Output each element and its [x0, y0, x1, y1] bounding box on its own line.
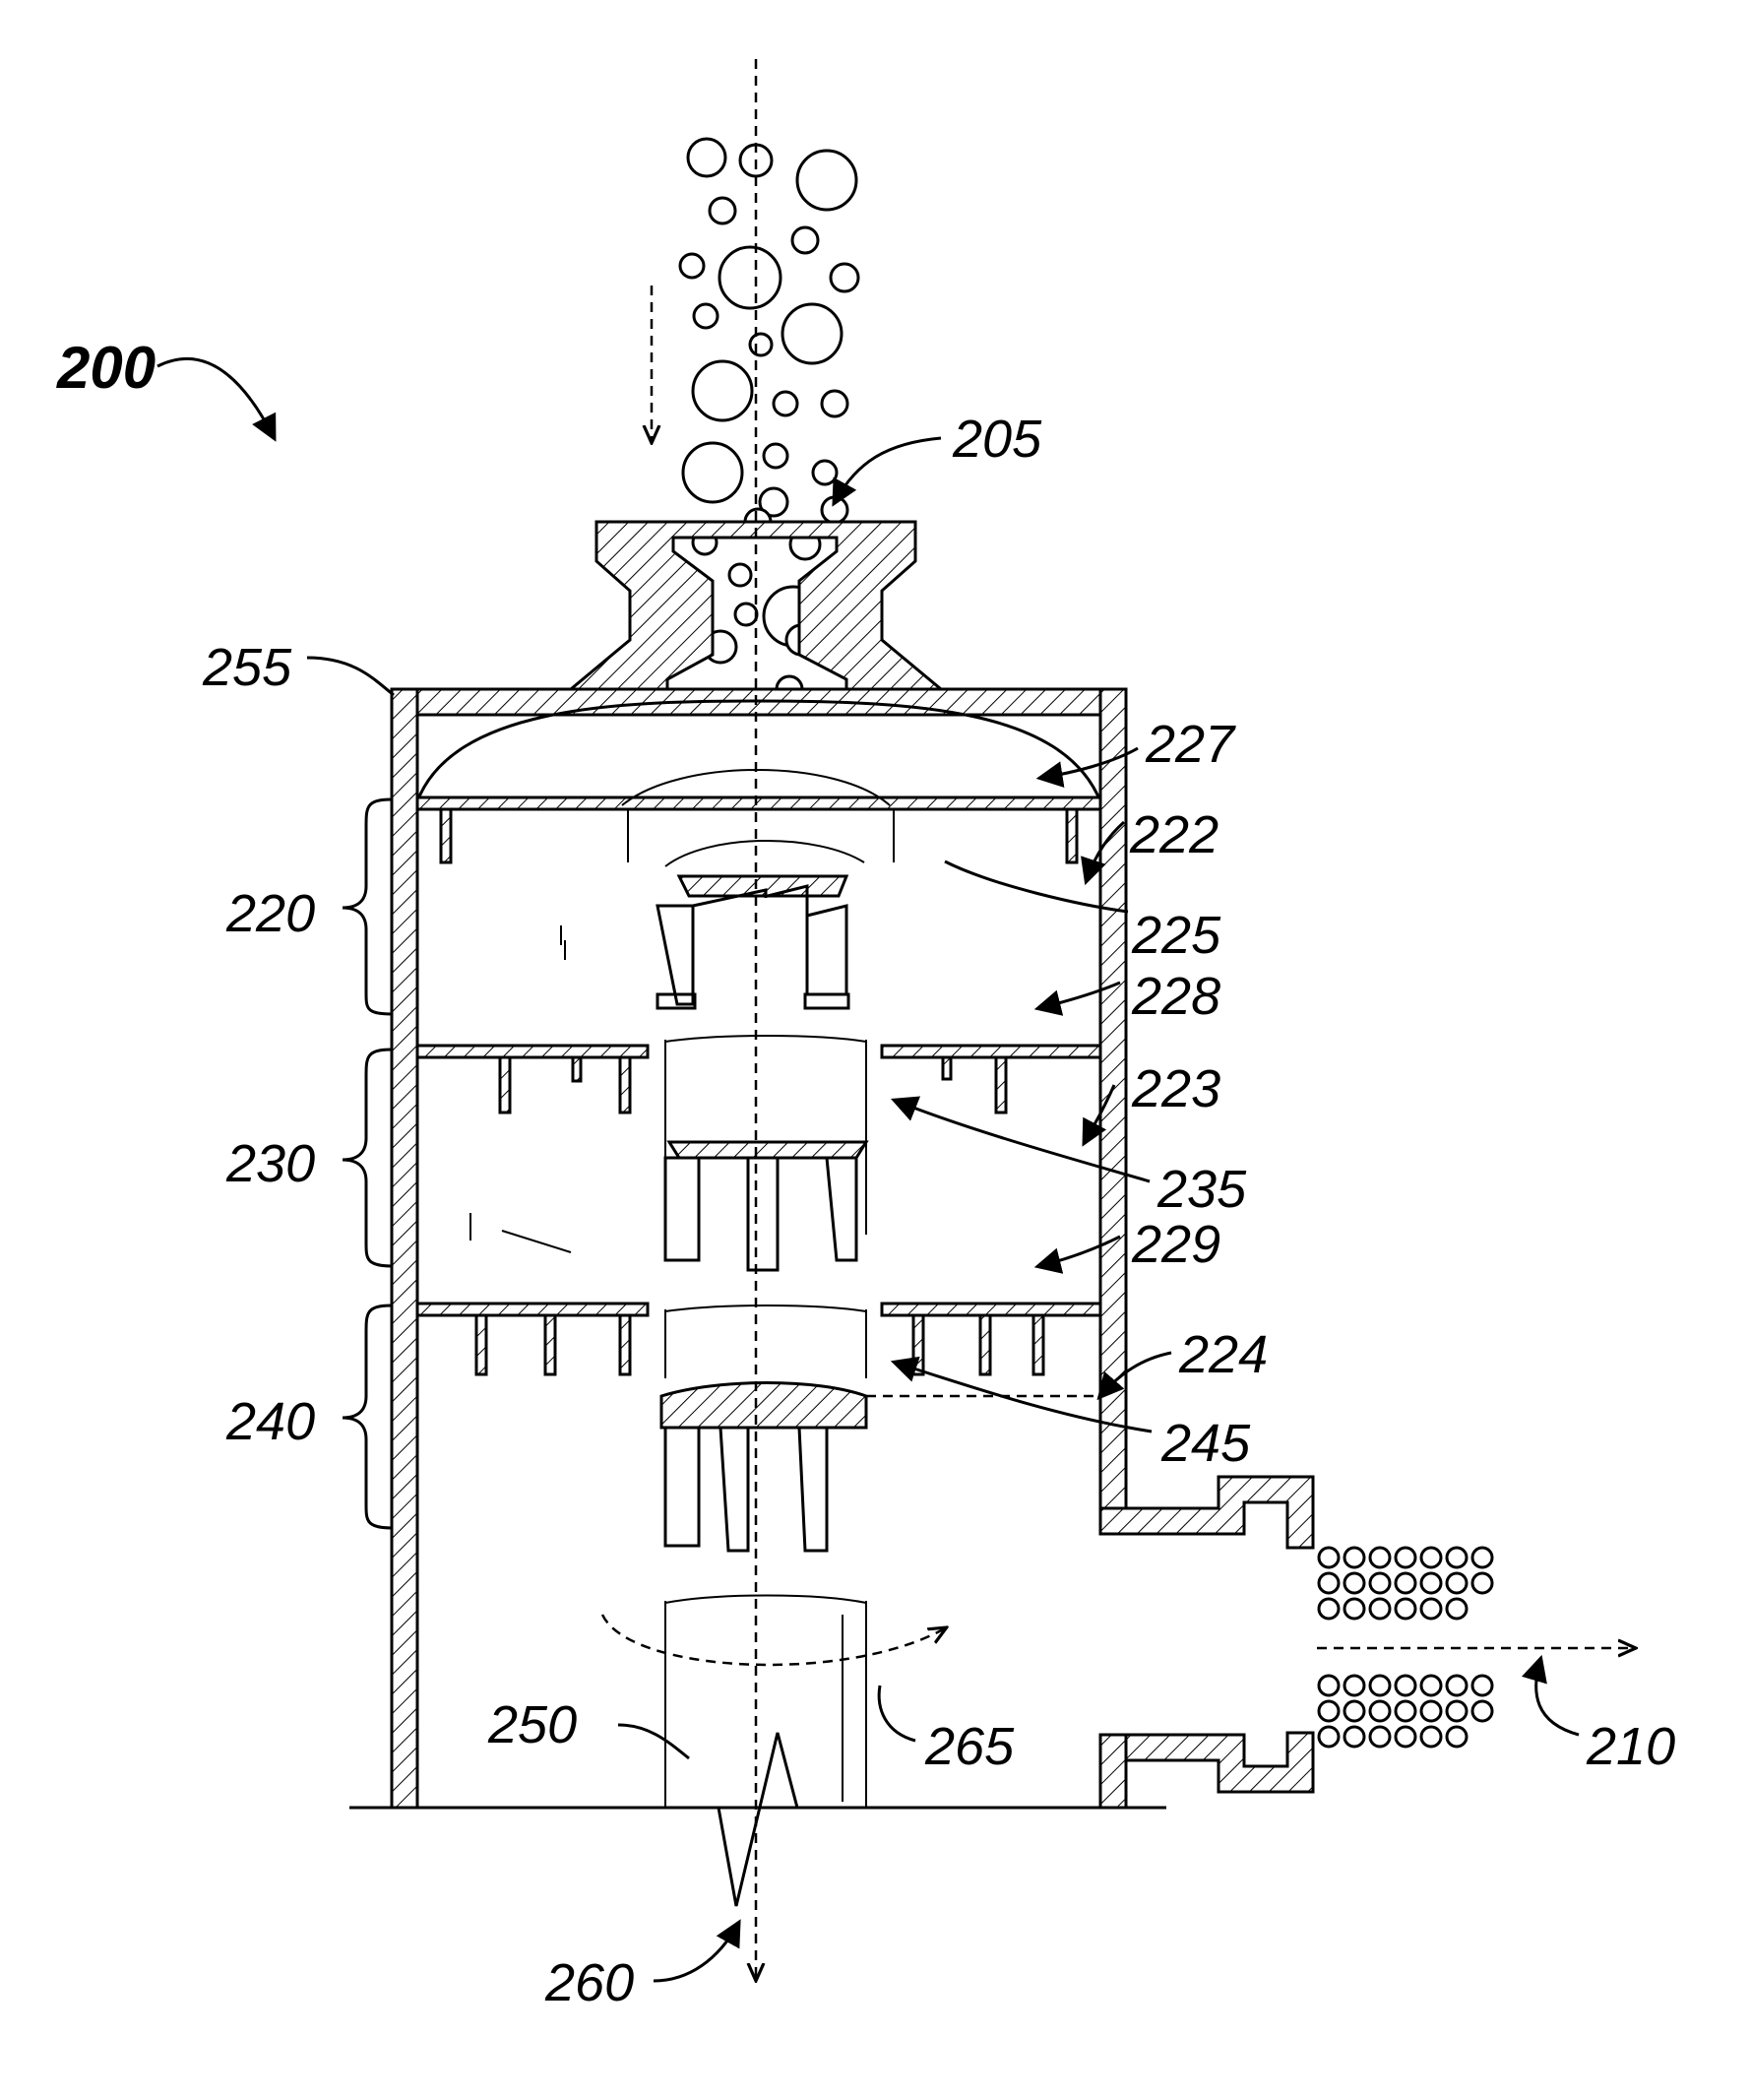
label-222: 222 [1129, 805, 1219, 864]
label-210: 210 [1586, 1717, 1675, 1776]
stage-1-impeller [561, 841, 864, 1008]
rotation-arrow [602, 1615, 945, 1665]
label-200: 200 [56, 335, 156, 401]
label-220: 220 [225, 884, 315, 943]
label-224: 224 [1178, 1325, 1268, 1384]
label-245: 245 [1160, 1414, 1251, 1473]
label-227: 227 [1145, 715, 1236, 774]
label-240: 240 [225, 1392, 315, 1451]
label-235: 235 [1156, 1160, 1247, 1219]
top-diffuser [417, 701, 1100, 862]
shaft [665, 1596, 866, 1907]
stage-2-impeller [470, 1142, 866, 1270]
label-205: 205 [952, 410, 1042, 469]
stage-3-impeller [661, 1383, 1100, 1552]
label-228: 228 [1131, 967, 1220, 1026]
label-230: 230 [225, 1134, 315, 1193]
label-223: 223 [1131, 1059, 1220, 1118]
label-265: 265 [924, 1717, 1015, 1776]
label-225: 225 [1131, 906, 1221, 965]
stage-braces [343, 799, 392, 1528]
label-229: 229 [1131, 1215, 1220, 1274]
label-260: 260 [544, 1953, 634, 2012]
label-255: 255 [202, 638, 292, 697]
diffuser-2 [417, 1304, 1100, 1378]
label-250: 250 [487, 1695, 577, 1754]
